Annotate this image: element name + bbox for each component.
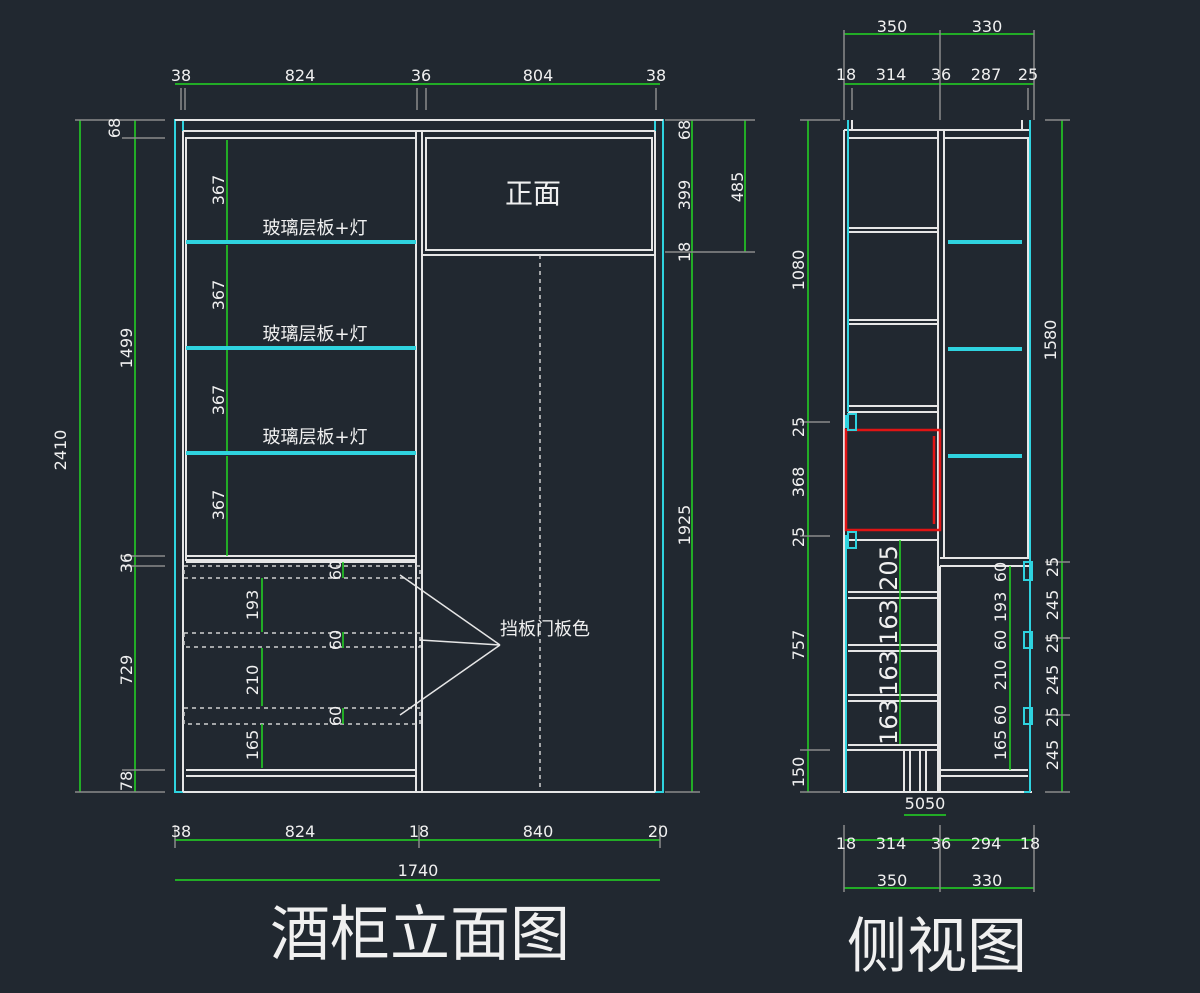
shelf-label-2: 玻璃层板+灯 [262,427,367,448]
left-side-panel [174,119,184,793]
dim-right-outer: 485 [728,172,747,203]
dim-drawer-1: 210 [243,665,262,696]
side-top-3: 287 [971,65,1002,84]
side-inner-4: 60 [991,705,1010,725]
dim-left-3: 729 [117,655,136,686]
side-title: 侧视图 [847,912,1027,982]
side-top-4: 25 [1018,65,1038,84]
shelf-label-0: 玻璃层板+灯 [262,218,367,239]
dim-right-1: 399 [675,180,694,211]
baffles [183,565,421,725]
side-inner-1: 193 [991,592,1010,623]
leader-lines [399,574,501,716]
dim-top-2: 36 [411,66,431,85]
side-view: 350 330 18 314 36 287 25 18 314 36 294 1… [789,17,1070,982]
panel-label: 正面 [505,177,561,210]
dim-top-4: 38 [646,66,666,85]
side-drawer-1: 163 [875,599,903,645]
side-right-2: 25 [1043,633,1062,653]
dim-shelf-3: 367 [209,490,228,521]
dim-top-1: 824 [285,66,316,85]
dim-total-width: 1740 [398,861,439,880]
baffle-label: 挡板门板色 [500,619,590,640]
dim-left-2: 36 [117,553,136,573]
right-side-panel [654,119,664,793]
side-drawer-2: 163 [875,650,903,696]
side-right-5: 245 [1043,740,1062,771]
dim-shelf-1: 367 [209,280,228,311]
dim-overall-height: 2410 [51,430,70,471]
dim-bottom-2: 18 [409,822,429,841]
side-bottom-total-0: 350 [877,871,908,890]
dim-bottom-3: 840 [523,822,554,841]
side-top-0: 18 [836,65,856,84]
front-title: 酒柜立面图 [270,900,570,970]
side-inner-3: 210 [991,660,1010,691]
side-front-panel [845,120,849,792]
side-drawer-3: 163 [875,699,903,745]
side-inner-0: 60 [991,562,1010,582]
side-left-3: 25 [789,527,808,547]
side-top-total-0: 350 [877,17,908,36]
side-dimension-lines [807,33,1063,889]
dimension-lines [79,83,746,881]
side-bottom-1: 314 [876,834,907,853]
dim-drawer-2: 165 [243,730,262,761]
side-top-1: 314 [876,65,907,84]
side-drawers [844,539,939,792]
side-extension-lines [800,30,1070,892]
side-bottom-4: 18 [1020,834,1040,853]
dim-top-0: 38 [171,66,191,85]
dim-top-3: 804 [523,66,554,85]
dim-left-0: 68 [105,118,124,138]
side-right-3: 245 [1043,665,1062,696]
side-bottom-3: 294 [971,834,1002,853]
side-inner-5: 165 [991,730,1010,761]
dim-right-0: 68 [675,120,694,140]
extension-lines [75,88,755,848]
dim-baffle-2: 60 [326,706,345,726]
side-bottom-0: 18 [836,834,856,853]
front-elevation: 38 824 36 804 38 38 824 18 840 20 1740 6… [51,66,755,970]
cabinet-frame [175,119,663,793]
side-drawer-0: 205 [875,545,903,591]
side-bottom-2: 36 [931,834,951,853]
side-frame [843,120,1032,793]
side-glass-shelves [948,240,1022,458]
side-right-0: 25 [1043,557,1062,577]
side-left-2: 368 [789,467,808,498]
highlighted-drawer [844,428,942,532]
side-left-1: 25 [789,417,808,437]
dim-right-2: 18 [675,242,694,262]
dim-bottom-4: 20 [648,822,668,841]
dim-drawer-0: 193 [243,590,262,621]
dim-baffle-0: 60 [326,560,345,580]
side-left-4: 757 [789,630,808,661]
side-left-0: 1080 [789,250,808,291]
handle-profiles [847,413,1033,725]
side-right-1: 245 [1043,590,1062,621]
side-foot-dim: 5050 [905,794,946,813]
shelf-label-1: 玻璃层板+灯 [262,324,367,345]
side-inner-2: 60 [991,630,1010,650]
dim-left-4: 78 [117,771,136,791]
dim-shelf-0: 367 [209,175,228,206]
side-right-total: 1580 [1041,320,1060,361]
dim-shelf-2: 367 [209,385,228,416]
dim-right-3: 1925 [675,505,694,546]
side-right-4: 25 [1043,707,1062,727]
inner-dimension-lines [226,140,344,768]
dim-bottom-1: 824 [285,822,316,841]
glass-shelves [186,240,416,455]
side-top-2: 36 [931,65,951,84]
dim-left-1: 1499 [117,328,136,369]
cabinet-sections [185,131,655,792]
dim-bottom-0: 38 [171,822,191,841]
side-top-total-1: 330 [972,17,1003,36]
drawer-frame [186,555,416,777]
side-door-panel [1024,120,1031,793]
side-bottom-total-1: 330 [972,871,1003,890]
side-left-5: 150 [789,757,808,788]
dim-baffle-1: 60 [326,630,345,650]
